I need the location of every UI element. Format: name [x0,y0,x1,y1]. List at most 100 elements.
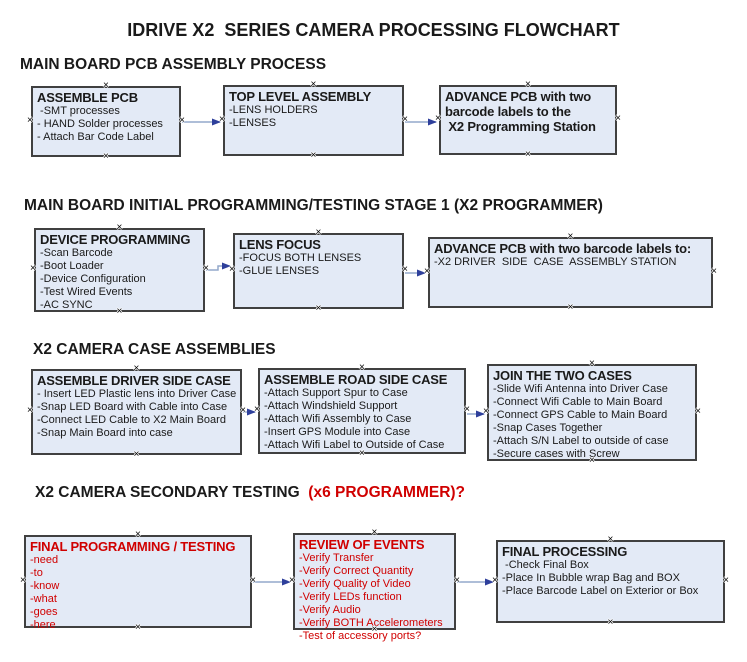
join-the-two-cases-line: -Slide Wifi Antenna into Driver Case [493,383,668,395]
join-the-two-cases-line: -Snap Cases Together [493,422,603,434]
device-programming-line: -Test Wired Events [40,286,133,298]
device-programming-line: -Device Configuration [40,273,146,285]
advance-pcb-to-programming-station-line: X2 Programming Station [445,119,596,134]
connection-point-icon: × [103,151,109,162]
connection-point-icon: × [435,113,441,124]
connection-point-icon: × [492,574,498,586]
connection-point-icon: × [454,574,460,586]
connection-point-icon: × [615,113,621,124]
lens-focus-title: LENS FOCUS [239,237,321,252]
final-programming-testing: FINAL PROGRAMMING / TESTING-need-to-know… [20,530,256,633]
section-heading-secondary-testing: X2 CAMERA SECONDARY TESTING (x6 PROGRAMM… [35,484,465,502]
connection-point-icon: × [371,624,378,635]
connection-point-icon: × [567,302,574,313]
connection-point-icon: × [133,449,140,460]
connection-point-icon: × [315,227,322,238]
assemble-pcb-line: - Attach Bar Code Label [37,131,154,143]
final-processing-line: -Place Barcode Label on Exterior or Box [502,585,699,597]
assemble-driver-side-case-line: -Connect LED Cable to X2 Main Board [37,414,226,426]
join-the-two-cases-line: -Connect Wifi Cable to Main Board [493,396,663,408]
assemble-driver-side-case-line: -Snap LED Board with Cable into Case [37,401,228,413]
connection-point-icon: × [27,114,33,126]
connection-point-icon: × [116,306,123,317]
review-of-events-line: -Verify Transfer [299,552,374,564]
connection-point-icon: × [607,617,614,628]
device-programming: DEVICE PROGRAMMING-Scan Barcode-Boot Loa… [30,223,209,317]
final-processing-line: -Check Final Box [502,559,589,571]
join-the-two-cases-line: -Connect GPS Cable to Main Board [493,409,668,421]
assemble-pcb-title: ASSEMBLE PCB [37,90,138,105]
final-processing-title: FINAL PROCESSING [502,544,628,559]
connection-point-icon: × [20,574,26,586]
connection-point-icon: × [567,231,574,242]
assemble-driver-side-case-line: -Snap Main Board into case [37,427,173,439]
connection-point-icon: × [289,574,295,586]
connection-point-icon: × [525,79,531,90]
connector-device-programming-to-lens-focus [206,262,231,271]
connection-point-icon: × [310,150,317,161]
connection-point-icon: × [464,404,470,415]
connection-point-icon: × [27,405,33,416]
review-of-events-title: REVIEW OF EVENTS [299,537,425,552]
connection-point-icon: × [135,622,141,633]
assemble-pcb-line: - HAND Solder processes [37,118,163,130]
connection-point-icon: × [402,264,408,275]
section-heading-initial-programming: MAIN BOARD INITIAL PROGRAMMING/TESTING S… [24,197,603,215]
assemble-road-side-case-title: ASSEMBLE ROAD SIDE CASE [264,372,448,387]
advance-pcb-to-assembly-station-line: -X2 DRIVER SIDE CASE ASSEMBLY STATION [434,256,677,268]
device-programming-line: -AC SYNC [40,299,93,311]
lens-focus-line: -GLUE LENSES [239,265,320,277]
assemble-driver-side-case-line: - Insert LED Plastic lens into Driver Ca… [37,388,237,400]
review-of-events-line: -Verify BOTH Accelerometers [299,617,443,629]
connection-point-icon: × [240,405,246,416]
connection-point-icon: × [359,362,365,373]
connection-point-icon: × [607,534,614,545]
connection-point-icon: × [723,574,729,586]
advance-pcb-to-assembly-station-title: ADVANCE PCB with two barcode labels to: [434,241,692,256]
device-programming-title: DEVICE PROGRAMMING [40,232,191,247]
assemble-road-side-case-line: -Attach Windshield Support [264,400,398,412]
device-programming-line: -Scan Barcode [40,247,113,259]
assemble-road-side-case-line: -Attach Wifi Label to Outside of Case [264,439,445,451]
connection-point-icon: × [315,303,322,314]
review-of-events: REVIEW OF EVENTS-Verify Transfer-Verify … [289,528,460,643]
review-of-events-line: -Verify Audio [299,604,361,616]
advance-pcb-to-assembly-station: ADVANCE PCB with two barcode labels to:-… [424,232,717,313]
connection-point-icon: × [30,263,36,274]
heading-text: X2 CAMERA SECONDARY TESTING [35,484,309,501]
final-programming-testing-line: -to [30,567,43,579]
connection-point-icon: × [254,404,260,415]
top-level-assembly-title: TOP LEVEL ASSEMBLY [229,89,372,104]
heading-text: MAIN BOARD PCB ASSEMBLY PROCESS [20,56,327,73]
top-level-assembly-line: -LENS HOLDERS [229,104,318,116]
assemble-road-side-case: ASSEMBLE ROAD SIDE CASE-Attach Support S… [254,363,470,459]
connection-point-icon: × [103,80,109,91]
section-heading-case-assemblies: X2 CAMERA CASE ASSEMBLIES [33,341,276,359]
connection-point-icon: × [310,79,317,90]
join-the-two-cases-line: -Secure cases with Screw [493,448,620,460]
review-of-events-line: -Verify Quality of Video [299,578,411,590]
connection-point-icon: × [359,448,365,459]
connection-point-icon: × [250,574,256,586]
final-programming-testing-line: -what [30,593,57,605]
connection-point-icon: × [203,263,209,274]
connection-point-icon: × [219,113,225,125]
assemble-pcb-line: -SMT processes [37,105,120,117]
review-of-events-line: -Verify Correct Quantity [299,565,414,577]
connection-point-icon: × [229,264,235,275]
join-the-two-cases-title: JOIN THE TWO CASES [493,368,632,383]
assemble-driver-side-case: ASSEMBLE DRIVER SIDE CASE- Insert LED Pl… [27,364,246,460]
heading-text: MAIN BOARD INITIAL PROGRAMMING/TESTING S… [24,197,603,214]
top-level-assembly-line: -LENSES [229,117,277,129]
join-the-two-cases-line: -Attach S/N Label to outside of case [493,435,669,447]
final-programming-testing-line: -need [30,554,59,566]
connection-point-icon: × [589,455,595,466]
join-the-two-cases: JOIN THE TWO CASES-Slide Wifi Antenna in… [483,359,701,466]
connection-point-icon: × [179,114,185,126]
connection-point-icon: × [116,222,123,233]
connection-point-icon: × [424,265,430,277]
advance-pcb-to-programming-station-line: barcode labels to the [445,104,571,119]
assemble-road-side-case-line: -Insert GPS Module into Case [264,426,411,438]
